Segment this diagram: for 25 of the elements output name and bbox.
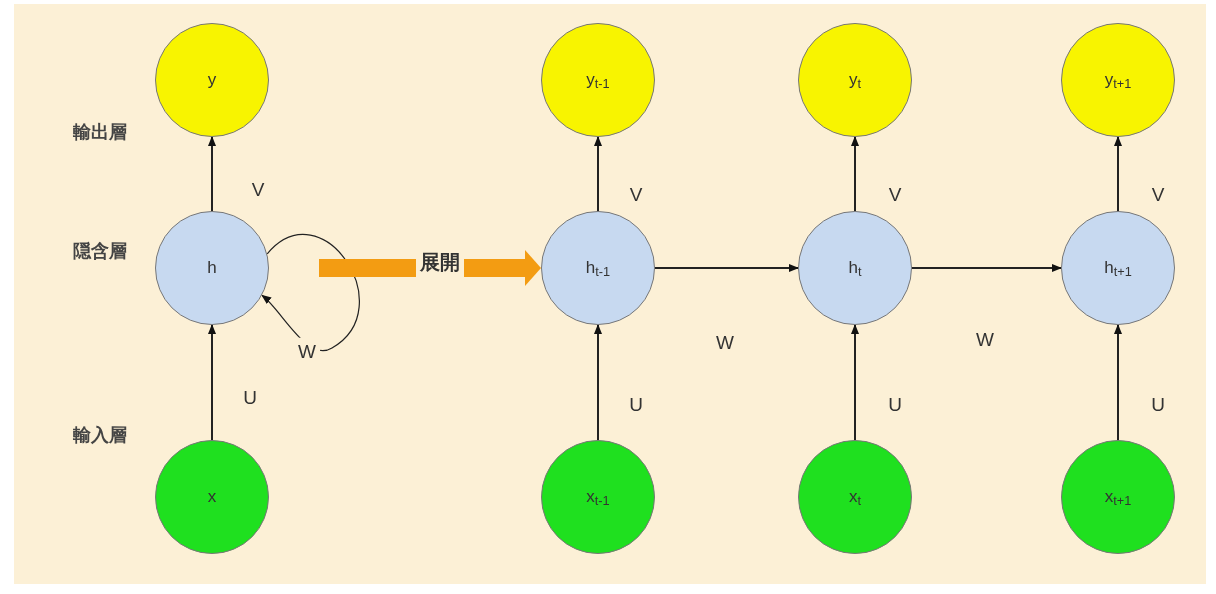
node-label: h$_{t-1}$ [585, 257, 611, 281]
arrow [594, 324, 602, 441]
arrow [1114, 324, 1122, 441]
node-label: y$_{t+1}$ [1104, 69, 1132, 93]
arrow [911, 264, 1062, 272]
layer-name: 隠含層 [73, 238, 127, 263]
layer-name: 輸出層 [73, 119, 127, 144]
arrow [208, 324, 216, 441]
node-label: h [207, 257, 217, 280]
node-label: h$_{t+1}$ [1104, 257, 1132, 281]
node-label: x$_{t-1}$ [586, 486, 610, 510]
arrow [594, 136, 602, 212]
node-label: y$_{t-1}$ [586, 69, 610, 93]
arrow [654, 264, 799, 272]
node-label: x$_{t+1}$ [1104, 486, 1132, 510]
node-label: x [207, 486, 217, 509]
node-label: x$_{t}$ [848, 486, 861, 510]
arrow [208, 136, 216, 212]
node-label: y [207, 69, 217, 92]
arrow [851, 136, 859, 212]
arrow [1114, 136, 1122, 212]
node-label: y$_{t}$ [848, 69, 861, 93]
arrow [851, 324, 859, 441]
node-label: h$_{t}$ [848, 257, 862, 281]
layer-name: 輸入層 [73, 422, 127, 447]
